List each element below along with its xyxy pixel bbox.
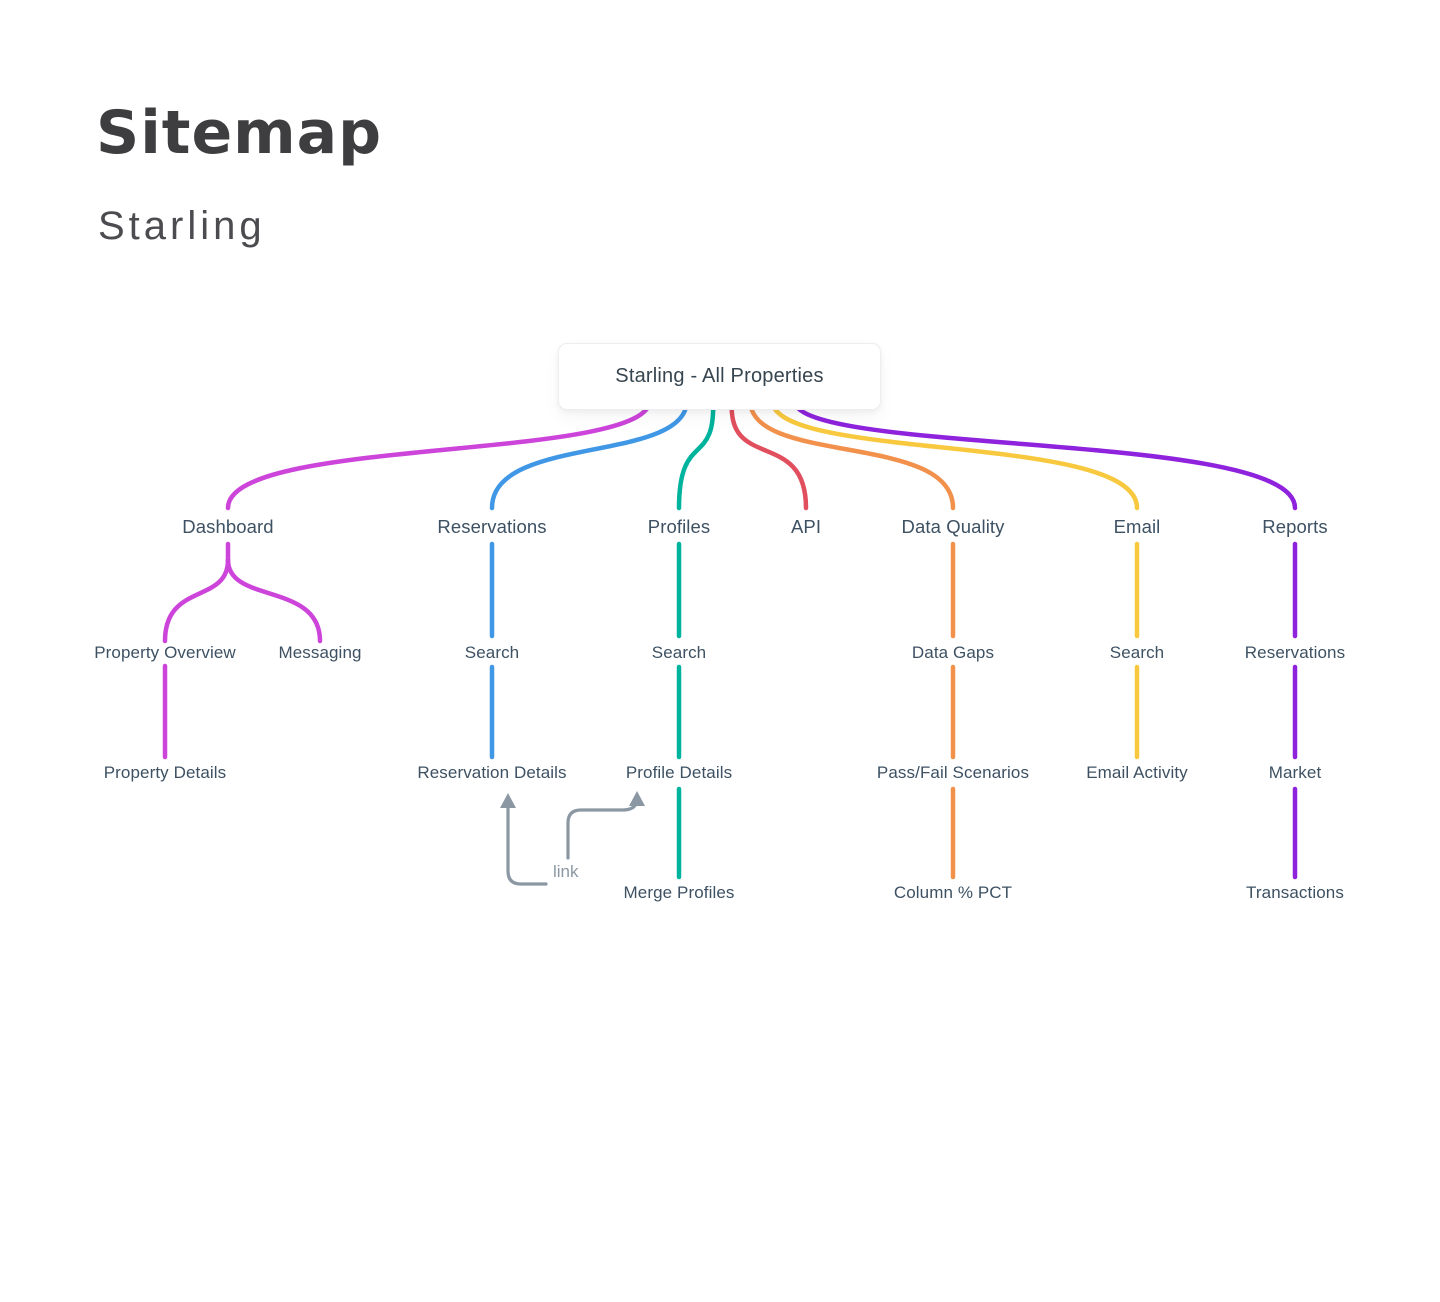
node-data-quality: Data Quality — [901, 516, 1005, 537]
node-property-overview: Property Overview — [94, 643, 236, 662]
node-property-details: Property Details — [103, 763, 227, 782]
node-pass-fail-scenarios: Pass/Fail Scenarios — [876, 763, 1030, 782]
node-email: Email — [1113, 516, 1161, 537]
node-api: API — [790, 516, 822, 537]
link-arrowhead-reservation-details — [500, 793, 516, 808]
node-market: Market — [1268, 763, 1322, 782]
node-reports: Reports — [1262, 516, 1328, 537]
link-annotation-label: link — [553, 862, 579, 881]
root-node-label: Starling - All Properties — [615, 365, 824, 387]
branch-curve-reports — [791, 397, 1298, 511]
node-messaging: Messaging — [278, 643, 362, 662]
branch-curve-email — [769, 397, 1140, 511]
dashboard-split-right — [225, 557, 323, 644]
page-title: Sitemap — [96, 98, 383, 168]
node-reservation-details: Reservation Details — [417, 763, 567, 782]
node-reservations-report: Reservations — [1244, 643, 1346, 662]
node-profiles: Profiles — [647, 516, 711, 537]
node-reservations: Reservations — [437, 516, 547, 537]
branch-curve-dashboard — [225, 397, 653, 511]
link-arrow-to-reservation-details — [506, 802, 548, 886]
node-dashboard: Dashboard — [182, 516, 274, 537]
node-profile-details: Profile Details — [625, 763, 733, 782]
node-data-gaps: Data Gaps — [911, 643, 995, 662]
page-subtitle: Starling — [98, 204, 266, 248]
node-search-email: Search — [1109, 643, 1165, 662]
link-arrowhead-profile-details — [629, 791, 645, 806]
node-column-pct: Column % PCT — [893, 883, 1013, 902]
root-node-card: Starling - All Properties — [558, 343, 881, 410]
node-transactions: Transactions — [1246, 883, 1344, 902]
branch-curve-reservations — [489, 397, 690, 511]
branch-curve-profiles — [676, 397, 716, 511]
branch-curve-api — [729, 397, 809, 511]
dashboard-split-left — [162, 557, 231, 644]
branch-curve-data-quality — [747, 397, 956, 511]
node-search-profiles: Search — [651, 643, 707, 662]
node-email-activity: Email Activity — [1086, 763, 1188, 782]
node-search-reservations: Search — [464, 643, 520, 662]
node-merge-profiles: Merge Profiles — [623, 883, 735, 902]
link-arrow-to-profile-details — [566, 798, 639, 860]
